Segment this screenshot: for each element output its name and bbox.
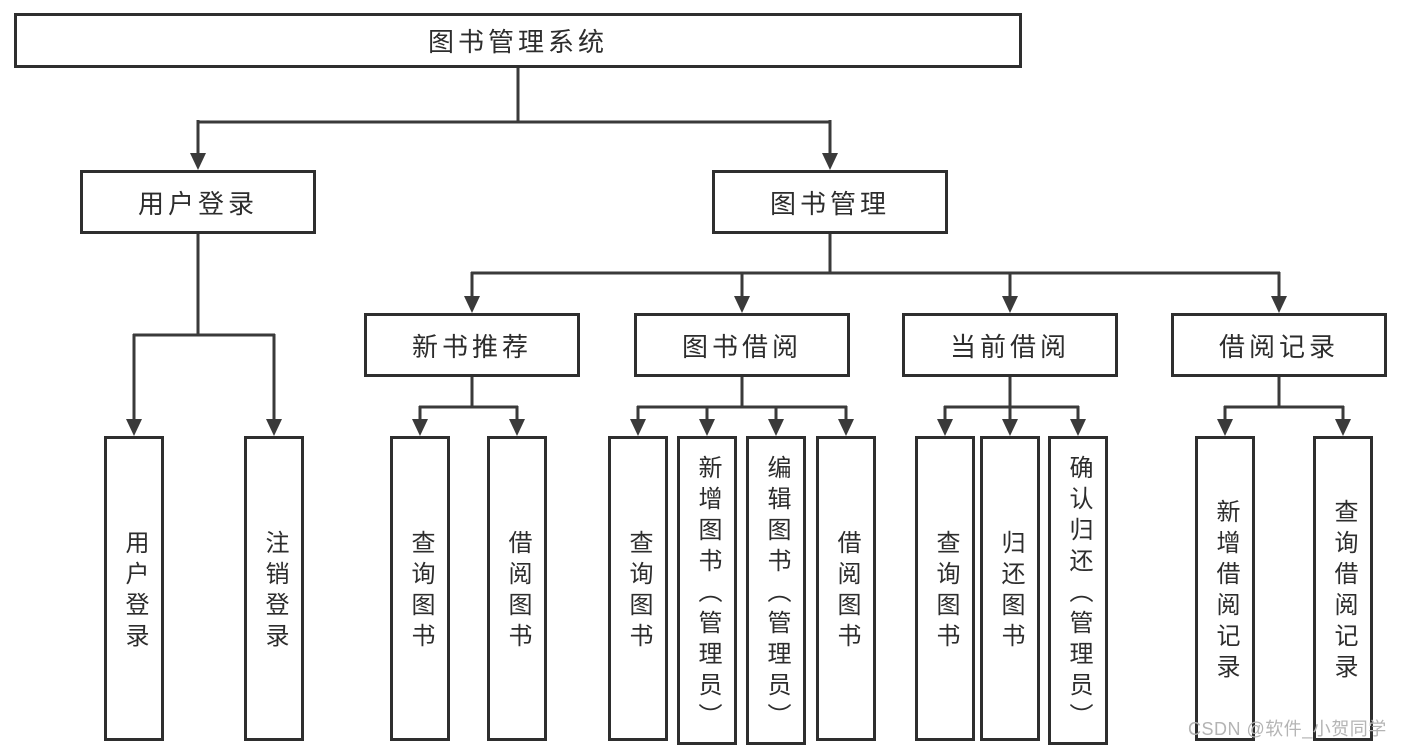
node-label: 用户登录 <box>137 188 258 219</box>
leaf-borrow-borrow-book: 借阅图书 <box>816 436 876 741</box>
node-label: 图书借阅 <box>681 331 802 362</box>
leaf-records-query-record: 查询借阅记录 <box>1313 436 1373 741</box>
arrow-to-leaf-borrow-add <box>699 419 715 436</box>
arrow-to-leaf-borrow-query <box>630 419 646 436</box>
arrow-to-leaf-recommend-query <box>412 419 428 436</box>
node-label: 归还图书 <box>997 530 1024 654</box>
node-label: 确认归还（管理员） <box>1065 454 1092 734</box>
node-label: 查询图书 <box>625 530 652 654</box>
arrow-to-leaf-recommend-borrow <box>509 419 525 436</box>
node-label: 查询图书 <box>407 530 434 654</box>
node-label: 用户登录 <box>121 530 148 654</box>
arrow-to-leaf-records-add <box>1217 419 1233 436</box>
leaf-borrow-add-book-admin: 新增图书（管理员） <box>677 436 737 745</box>
node-borrow-records: 借阅记录 <box>1171 313 1387 377</box>
arrow-to-borrow <box>734 296 750 313</box>
arrow-to-current <box>1002 296 1018 313</box>
node-label: 当前借阅 <box>949 331 1070 362</box>
arrow-to-leaf-current-return <box>1002 419 1018 436</box>
leaf-borrow-query-book: 查询图书 <box>608 436 668 741</box>
leaf-borrow-edit-book-admin: 编辑图书（管理员） <box>746 436 806 745</box>
leaf-current-return-book: 归还图书 <box>980 436 1040 741</box>
arrow-to-leaf-records-query <box>1335 419 1351 436</box>
node-label: 借阅记录 <box>1218 331 1339 362</box>
node-book-management: 图书管理 <box>712 170 948 234</box>
node-current-borrow: 当前借阅 <box>902 313 1118 377</box>
node-label: 新增借阅记录 <box>1212 499 1239 685</box>
arrow-to-leaf-borrow-edit <box>768 419 784 436</box>
leaf-user-logout: 注销登录 <box>244 436 304 741</box>
node-label: 注销登录 <box>261 530 288 654</box>
leaf-recommend-query-book: 查询图书 <box>390 436 450 741</box>
leaf-recommend-borrow-book: 借阅图书 <box>487 436 547 741</box>
node-label: 图书管理系统 <box>427 27 608 57</box>
leaf-current-confirm-return-admin: 确认归还（管理员） <box>1048 436 1108 745</box>
arrow-to-leaf-current-query <box>937 419 953 436</box>
node-label: 借阅图书 <box>504 530 531 654</box>
arrow-to-leaf-user-login <box>126 419 142 436</box>
node-label: 查询图书 <box>932 530 959 654</box>
node-label: 借阅图书 <box>833 530 860 654</box>
leaf-records-add-record: 新增借阅记录 <box>1195 436 1255 741</box>
node-label: 图书管理 <box>769 188 890 219</box>
node-new-book-recommend: 新书推荐 <box>364 313 580 377</box>
arrow-to-records <box>1271 296 1287 313</box>
arrow-to-user-login <box>190 153 206 170</box>
node-label: 查询借阅记录 <box>1330 499 1357 685</box>
leaf-user-login: 用户登录 <box>104 436 164 741</box>
arrow-to-leaf-user-logout <box>266 419 282 436</box>
leaf-current-query-book: 查询图书 <box>915 436 975 741</box>
node-label: 新增图书（管理员） <box>694 454 721 734</box>
node-user-login: 用户登录 <box>80 170 316 234</box>
arrow-to-leaf-current-confirm <box>1070 419 1086 436</box>
node-label: 新书推荐 <box>411 331 532 362</box>
arrow-to-recommend <box>464 296 480 313</box>
arrow-to-book-management <box>822 153 838 170</box>
node-book-borrow: 图书借阅 <box>634 313 850 377</box>
node-label: 编辑图书（管理员） <box>763 454 790 734</box>
node-root-system: 图书管理系统 <box>14 13 1022 68</box>
arrow-to-leaf-borrow-borrow <box>838 419 854 436</box>
